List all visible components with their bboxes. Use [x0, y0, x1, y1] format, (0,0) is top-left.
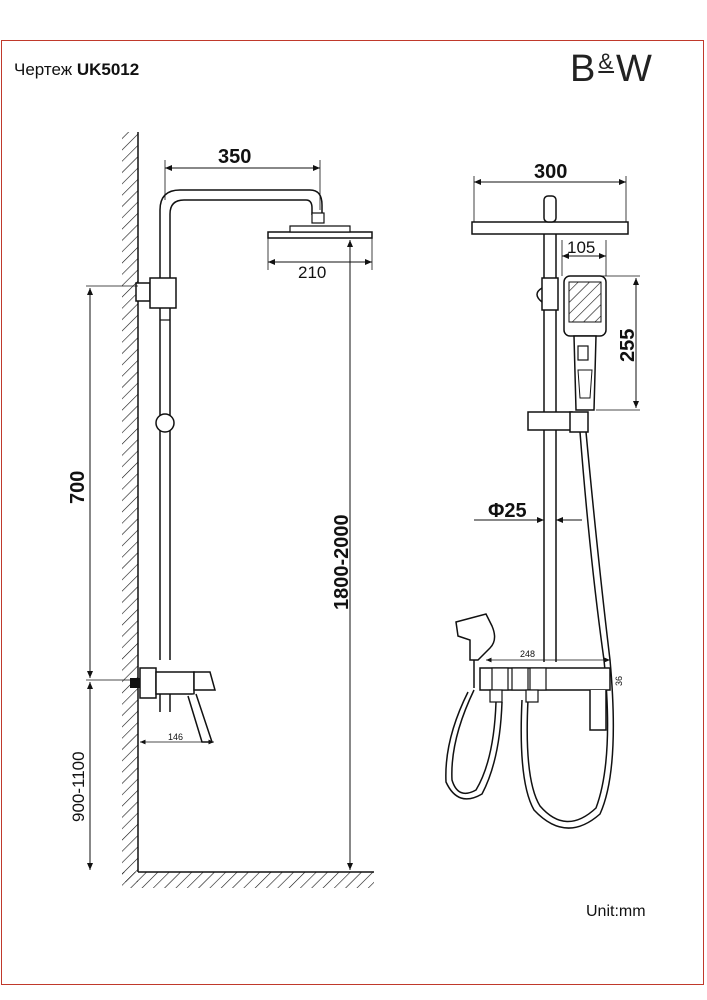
- hose-inner: [520, 431, 615, 829]
- outlet-bidet: [489, 689, 503, 703]
- holder-clamp: [541, 277, 559, 311]
- brand-left: B: [570, 48, 597, 90]
- bracket-clamp: [149, 277, 177, 309]
- hose-connector-top: [569, 411, 589, 433]
- drawing-frame: [1, 40, 704, 985]
- shower-head-side: [267, 231, 373, 239]
- dim-hand-width: 105: [567, 238, 595, 257]
- dim-mixer-height: 900-1100: [69, 751, 88, 822]
- model-number: UK5012: [76, 60, 140, 79]
- wall-bracket: [135, 282, 151, 302]
- outlet-hose: [525, 689, 539, 703]
- dim-mixer-depth: 146: [168, 732, 183, 742]
- dim-front-head-width: 300: [534, 161, 567, 183]
- mixer-knob-2: [511, 667, 529, 691]
- brand-right: W: [616, 48, 653, 90]
- hose-outer: [526, 431, 609, 823]
- dim-pipe-diameter: Φ25: [488, 500, 527, 522]
- mixer-knob-3: [529, 667, 547, 691]
- mixer-flange: [139, 667, 157, 699]
- bidet-shower: [455, 613, 496, 661]
- shower-head-base: [289, 225, 351, 233]
- mixer-handle-front: [589, 690, 607, 731]
- brand-logo: B&W: [570, 48, 653, 91]
- drawing-label: Чертеж: [14, 60, 73, 79]
- mixer-spout: [187, 693, 214, 743]
- bidet-hose: [451, 689, 497, 795]
- hand-shower-nozzles: [568, 281, 602, 323]
- dim-arm-length: 350: [218, 146, 251, 168]
- side-view: 350 210 700 900-1100 1800-2000 146: [67, 132, 374, 888]
- mixer-wall-plate: [130, 678, 140, 688]
- mixer-knob-1: [491, 667, 509, 691]
- hand-shower-button: [577, 345, 589, 361]
- dim-head-width: 210: [298, 263, 326, 282]
- drawing-title: Чертеж UK5012: [14, 60, 139, 80]
- slider-front: [527, 411, 573, 431]
- mixer-lever: [193, 671, 216, 691]
- unit-label: Unit:mm: [586, 903, 646, 920]
- shower-head-front: [471, 221, 629, 235]
- dim-total-height: 1800-2000: [331, 514, 353, 610]
- dim-mixer-height-front: 36: [614, 676, 624, 686]
- dim-bar-span: 700: [67, 471, 89, 504]
- riser-pipe-inner: [169, 199, 313, 660]
- dim-hand-height: 255: [617, 329, 639, 362]
- riser-pipe-outer: [159, 189, 323, 660]
- mixer-body: [155, 671, 195, 695]
- head-connector-front: [543, 195, 557, 223]
- wall-hatch: [122, 132, 138, 882]
- mixer-outlet: [159, 694, 171, 712]
- dim-mixer-width: 248: [520, 649, 535, 659]
- floor-hatch: [122, 872, 374, 888]
- slider-knob: [155, 413, 175, 433]
- front-view: 300 105 255 Φ25: [445, 161, 640, 829]
- brand-amp: &: [598, 49, 615, 74]
- head-connector: [311, 212, 325, 224]
